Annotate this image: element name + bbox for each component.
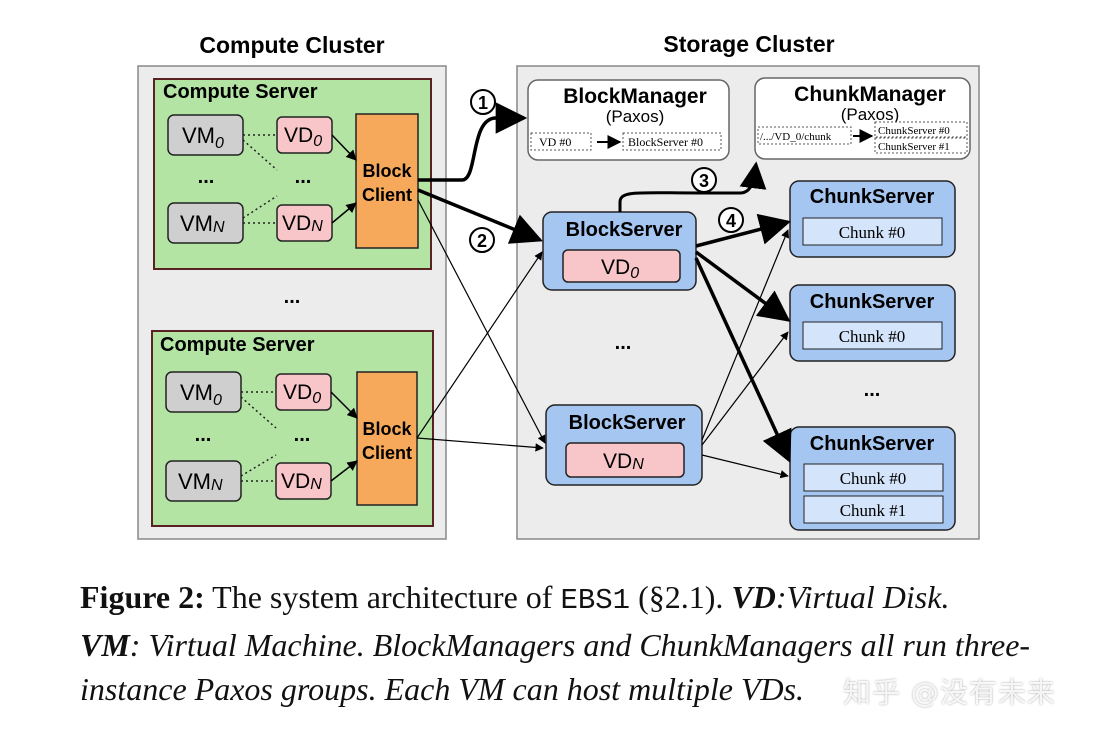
block-client [355,113,419,249]
vd-n [565,442,685,478]
caption-system-name: EBS1 [560,584,631,617]
chunk-manager-value-1: ChunkServer #0 [878,125,950,137]
compute-server-2: Compute Server VM0 VMN VD0 VDN ... ... B… [151,330,434,527]
chunk-server-2: ChunkServer Chunk #0 [789,284,956,362]
chunk-server-ellipsis: ... [864,379,881,401]
chunk-0: Chunk #0 [840,469,907,488]
chunk-server-label: ChunkServer [810,433,935,455]
step-2-arrow [417,188,543,244]
chunk-0: Chunk #0 [839,223,906,242]
vd-0-label: VD0 [283,381,321,407]
watermark: 知乎 @没有未来 [843,676,1056,709]
compute-cluster-title: Compute Cluster [199,32,384,58]
vm-0-label: VM0 [182,123,224,152]
block-server-0: BlockServer VD0 [542,211,697,291]
block-server-label: BlockServer [569,412,686,434]
svg-text:2: 2 [477,231,487,251]
chunk-0: Chunk #0 [839,327,906,346]
vm-0-label: VM0 [180,380,222,409]
block-manager: BlockManager (Paxos) VD #0 BlockServer #… [527,79,730,161]
compute-server-ellipsis: ... [284,286,301,308]
caption-text-1: The system architecture of [204,579,561,615]
block-manager-key: VD #0 [539,135,571,149]
step-3-arrow [618,161,767,212]
svg-text:4: 4 [726,211,736,231]
vd-ellipsis: ... [294,424,311,446]
vd-0-label: VD0 [601,256,639,282]
chunk-manager-paxos: (Paxos) [841,105,900,124]
vm-n-label: VMN [178,469,223,494]
chunk-manager: ChunkManager (Paxos) /.../VD_0/chunk Chu… [754,77,971,160]
client2-to-blockserver-0 [416,251,543,439]
compute-server-1: Compute Server VM0 VMN VD0 VDN ... ... B… [153,78,432,270]
client1-to-blockserver-n [417,199,546,444]
chunk-server-label: ChunkServer [810,291,935,313]
figure-caption: Figure 2: The system architecture of EBS… [80,575,1080,711]
blockserver-n-to-cs2 [701,331,789,446]
storage-cluster-title: Storage Cluster [663,31,834,57]
vd-n-label: VDN [282,212,323,235]
chunk-server-3: ChunkServer Chunk #0 Chunk #1 [789,426,956,531]
step-4-arrow-cs3 [694,257,792,463]
blockserver-n-to-cs1 [701,229,790,441]
vd-0-label: VD0 [284,124,322,150]
step-4-badge: 4 [718,207,744,233]
caption-vd-abbr: VD [731,579,776,615]
block-manager-title: BlockManager [563,85,707,108]
caption-vm-abbr: VM [80,627,130,663]
caption-text-3: : Virtual Machine. BlockManagers and Chu… [80,627,1031,707]
compute-server-label: Compute Server [160,334,315,356]
vd-n-label: VDN [603,450,644,473]
block-server-n: BlockServer VDN [545,404,703,486]
step-1-badge: 1 [470,89,496,115]
step-3-badge: 3 [691,167,717,193]
block-server-ellipsis: ... [615,332,632,354]
block-manager-value: BlockServer #0 [628,135,703,149]
vd-n-label: VDN [281,470,322,493]
vm-ellipsis: ... [195,424,212,446]
compute-server-label: Compute Server [163,81,318,103]
step-1-arrow [418,102,528,182]
client2-to-blockserver-n [416,437,544,452]
block-client-line1: Block [362,161,412,181]
vd-ellipsis: ... [295,166,312,188]
caption-text-2: (§2.1). [630,579,732,615]
chunk-server-1: ChunkServer Chunk #0 [789,180,956,258]
vm-ellipsis: ... [198,166,215,188]
caption-vd-def: :Virtual Disk. [775,579,950,615]
block-manager-paxos: (Paxos) [606,107,665,126]
step-4-arrow-cs2 [694,250,791,322]
step-2-badge: 2 [469,227,495,253]
step-4-arrow-cs1 [695,213,792,248]
blockserver-n-to-cs3 [701,454,789,479]
vm-n-label: VMN [180,211,225,236]
block-client-line1: Block [362,419,412,439]
svg-text:3: 3 [699,171,709,191]
chunk-manager-key: /.../VD_0/chunk [760,131,832,143]
chunk-1: Chunk #1 [840,501,907,520]
chunk-server-label: ChunkServer [810,186,935,208]
block-server-label: BlockServer [566,219,683,241]
block-client [356,371,418,506]
svg-text:1: 1 [478,93,488,113]
caption-figure-label: Figure 2: [80,579,205,615]
vd-0 [562,249,681,283]
chunk-manager-title: ChunkManager [794,83,946,106]
block-client-line2: Client [362,443,412,463]
chunk-manager-value-2: ChunkServer #1 [878,141,950,153]
block-client-line2: Client [362,185,412,205]
